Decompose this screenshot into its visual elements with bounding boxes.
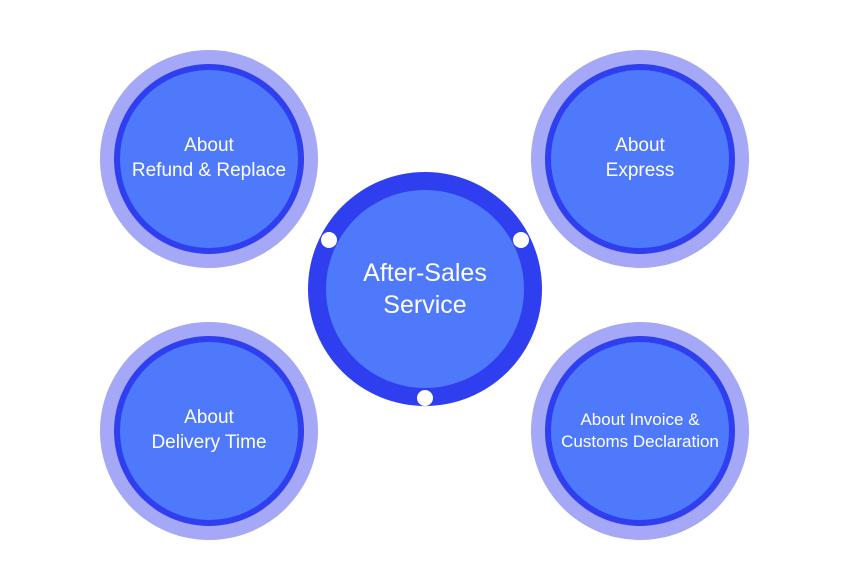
node-label-line: About [184,135,234,157]
node-label-line: About [615,135,665,157]
node-label-line: Express [605,160,675,181]
node-core: About Delivery Time [120,342,298,520]
node-label: About Express [606,134,675,183]
node-label-line: Delivery Time [151,432,267,453]
after-sales-hub: After-Sales Service [308,172,542,406]
node-label: About Invoice & Customs Declaration [561,409,719,453]
connector-dot-bottom [417,390,433,406]
node-label-line: Customs Declaration [561,432,719,451]
hub-label-line: After-Sales [363,258,487,287]
hub-label: After-Sales Service [363,257,487,322]
express-node: About Express [531,50,749,268]
node-core: About Refund & Replace [120,70,298,248]
node-label-line: About [184,407,234,429]
node-label-line: Refund & Replace [131,160,287,181]
node-label-line: About Invoice & [580,409,700,429]
hub-core: After-Sales Service [326,190,524,388]
connector-dot-right [513,232,529,248]
node-label: About Refund & Replace [132,134,286,183]
node-core: About Invoice & Customs Declaration [551,342,729,520]
node-label: About Delivery Time [151,406,266,455]
delivery-time-node: About Delivery Time [100,322,318,540]
refund-replace-node: About Refund & Replace [100,50,318,268]
invoice-customs-node: About Invoice & Customs Declaration [531,322,749,540]
hub-label-line: Service [383,291,467,319]
node-core: About Express [551,70,729,248]
connector-dot-left [321,232,337,248]
